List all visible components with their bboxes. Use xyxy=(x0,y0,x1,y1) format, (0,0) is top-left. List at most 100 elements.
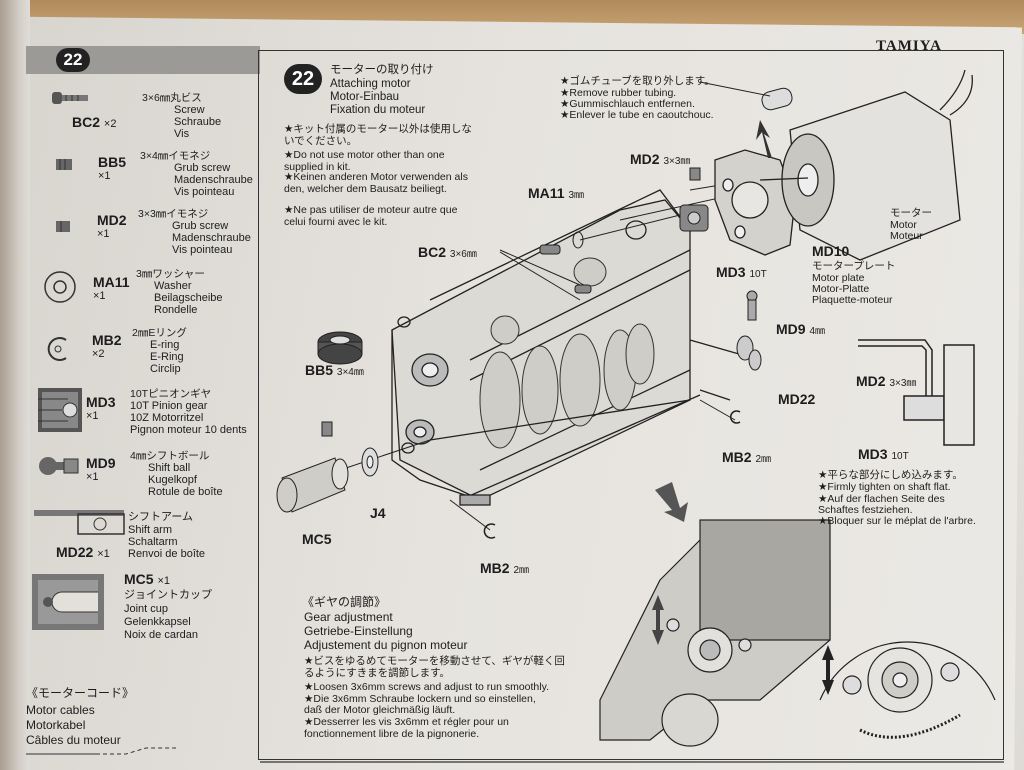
part-de-mb2: E-Ring xyxy=(150,351,184,363)
part-jp-bc2: 3×6㎜丸ビス xyxy=(142,92,202,104)
label-mb2-bottom: MB2 2㎜ xyxy=(480,560,530,577)
part-code-md2: MD2 xyxy=(97,212,127,228)
part-jp-mc5: ジョイントカップ xyxy=(124,589,212,601)
step-title-fr: Fixation du moteur xyxy=(330,104,426,116)
motor-plate-en: Motor plate xyxy=(812,272,865,284)
part-code-bc2: BC2 ×2 xyxy=(72,114,117,131)
down-arrow-icon xyxy=(655,482,688,522)
part-jp-md22: シフトアーム xyxy=(128,511,194,523)
grub-screw-icon xyxy=(56,159,72,170)
adjust-arrow-2-icon xyxy=(822,645,834,695)
motor-label-jp: モーター xyxy=(890,207,932,219)
part-code-bb5: BB5 xyxy=(98,154,127,170)
shift-ball-md9-drawing xyxy=(746,290,758,321)
label-mc5: MC5 xyxy=(302,531,332,547)
grub-screw-small-icon xyxy=(56,221,70,232)
warning-jp: ★キット付属のモーター以外は使用しないでください。 xyxy=(284,123,472,147)
inset-note-de1: ★Auf der flachen Seite des xyxy=(818,493,945,505)
motor-plate xyxy=(714,149,796,256)
part-de-mc5: Gelenkkapsel xyxy=(124,616,191,628)
gear-adjust-fr2: fonctionnement libre de la pignonerie. xyxy=(304,728,480,740)
grub-bb5-drawing xyxy=(321,421,333,437)
gear-adjust-en: ★Loosen 3x6mm screws and adjust to run s… xyxy=(304,681,549,693)
label-md3: MD3 10T xyxy=(716,264,767,281)
label-j4: J4 xyxy=(370,505,386,521)
gear-detail-drawing xyxy=(599,519,831,747)
part-en-md22: Shift arm xyxy=(128,524,173,536)
part-qty-md3: ×1 xyxy=(86,410,99,422)
part-qty-md9: ×1 xyxy=(86,471,99,483)
part-fr-ma11: Rondelle xyxy=(154,304,198,316)
gear-adjust-fr-title: Adjustement du pignon moteur xyxy=(304,638,468,652)
part-code-md9: MD9 xyxy=(86,455,116,471)
inset-note-jp: ★平らな部分にしめ込みます。 xyxy=(818,469,963,481)
part-fr-md22: Renvoi de boîte xyxy=(128,548,206,560)
part-qty-mb2: ×2 xyxy=(92,348,105,360)
step-title-jp: モーターの取り付け xyxy=(330,64,434,76)
inset-note-fr: ★Bloquer sur le méplat de l'arbre. xyxy=(818,515,976,527)
internal-gears xyxy=(479,257,655,449)
part-code-mc5: MC5 ×1 xyxy=(124,571,170,588)
joint-cup-drawing xyxy=(276,457,349,513)
inset-note-de2: Schaftes festziehen. xyxy=(818,504,913,516)
part-de-md2: Madenschraube xyxy=(172,232,251,244)
inset-label-md3: MD3 10T xyxy=(858,446,909,463)
part-fr-md3: Pignon moteur 10 dents xyxy=(130,424,247,436)
washer-icon xyxy=(44,271,76,303)
label-mb2-right: MB2 2㎜ xyxy=(722,449,772,466)
part-en-md2: Grub screw xyxy=(172,220,229,232)
bb5-container-drawing xyxy=(317,331,363,365)
part-jp-md3: 10Tピニオンギヤ xyxy=(130,388,212,400)
part-jp-bb5: 3×4㎜イモネジ xyxy=(140,150,211,162)
e-ring-mb2-drawing xyxy=(483,410,741,539)
adjust-arrow-icon xyxy=(652,595,664,645)
gear-adjust-jp-title: 《ギヤの調節》 xyxy=(302,595,387,609)
part-en-md9: Shift ball xyxy=(148,462,191,474)
step-title-de: Motor-Einbau xyxy=(330,91,400,103)
e-ring-icon xyxy=(47,337,67,361)
md22-arm-drawing xyxy=(736,335,762,371)
j4-washer-drawing xyxy=(361,447,379,477)
part-en-md3: 10T Pinion gear xyxy=(130,400,208,412)
part-fr-md2: Vis pointeau xyxy=(172,244,233,256)
gear-adjust-en-title: Gear adjustment xyxy=(304,610,393,624)
gear-adjust-fr1: ★Desserrer les vis 3x6mm et régler pour … xyxy=(304,716,509,728)
label-md9: MD9 4㎜ xyxy=(776,321,826,338)
gear-adjust-de1: ★Die 3x6mm Schraube lockern und so einst… xyxy=(304,693,536,705)
parts-list: 22 xyxy=(26,46,262,770)
gear-adjust-jp1: ★ビスをゆるめてモーターを移動させて、ギヤが軽く回 xyxy=(304,655,565,667)
label-bc2: BC2 3×6㎜ xyxy=(418,244,477,261)
screw-icon xyxy=(52,92,88,104)
part-code-ma11: MA11 xyxy=(93,274,130,290)
step-title-en: Attaching motor xyxy=(330,78,411,90)
grub-md2-drawing xyxy=(689,167,701,181)
warning-de: ★Keinen anderen Motor verwenden als den,… xyxy=(284,171,468,195)
motor-cables-fr: Câbles du moteur xyxy=(26,733,121,747)
step-number-main: 22 xyxy=(284,64,322,94)
parts-icons xyxy=(26,92,176,755)
part-en-mb2: E-ring xyxy=(150,339,180,351)
pinion-gear-icon xyxy=(38,388,82,432)
part-en-mc5: Joint cup xyxy=(124,603,169,615)
arrow-up-icon xyxy=(756,120,772,158)
warning-en: ★Do not use motor other than one supplie… xyxy=(284,149,445,173)
motor-cables-de: Motorkabel xyxy=(26,718,86,732)
cable-drawing xyxy=(26,747,176,755)
part-de-md22: Schaltarm xyxy=(128,536,178,548)
motor-plate-fr: Plaquette-moteur xyxy=(812,294,893,306)
part-fr-bb5: Vis pointeau xyxy=(174,186,235,198)
part-qty-bb5: ×1 xyxy=(98,170,111,182)
parts-list-header: 22 xyxy=(26,46,260,74)
washer-ma11-drawing xyxy=(572,231,584,249)
part-en-bc2: Screw xyxy=(174,104,205,116)
label-md22: MD22 xyxy=(778,391,816,407)
label-md10: MD10 xyxy=(812,243,850,259)
label-bb5: BB5 3×4㎜ xyxy=(305,362,364,379)
inset-label-md2: MD2 3×3㎜ xyxy=(856,373,917,390)
part-jp-mb2: 2㎜Eリング xyxy=(132,327,187,339)
assembly-step-box xyxy=(258,50,1004,760)
rubber-note-jp: ★ゴムチューブを取り外します。 xyxy=(560,75,715,87)
part-code-md3: MD3 xyxy=(86,394,116,410)
hex-key-drawing xyxy=(858,339,975,446)
part-de-md3: 10Z Motorritzel xyxy=(130,412,204,424)
